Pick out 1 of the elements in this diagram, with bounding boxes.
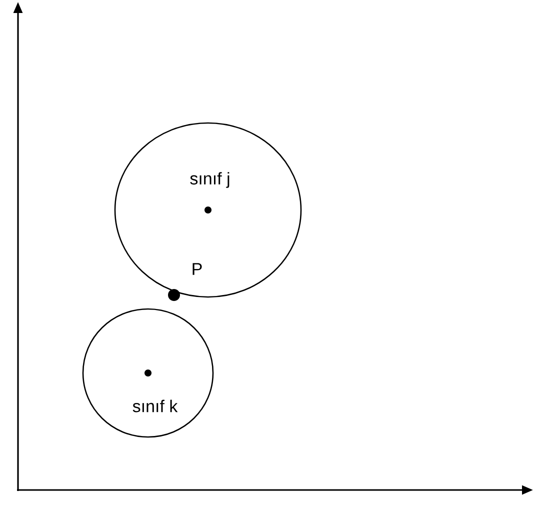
point-label: P [192, 263, 202, 275]
